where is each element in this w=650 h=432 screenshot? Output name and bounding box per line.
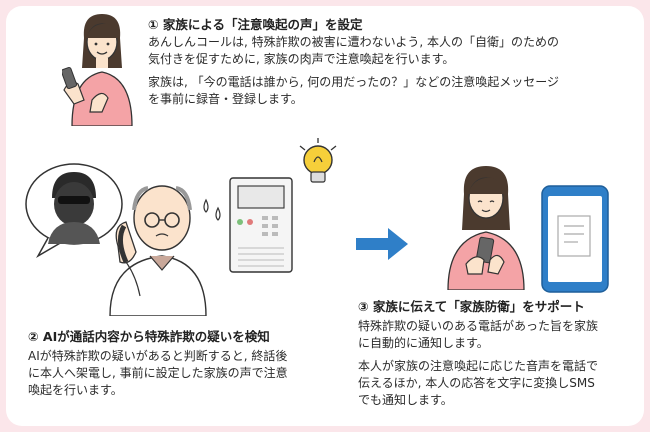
- phone-device-icon: [226, 176, 296, 274]
- step3-para2-line2: 伝えるほか, 本人の応答を文字に変換しSMS: [358, 376, 595, 390]
- elderly-man-phone-icon: [96, 166, 212, 316]
- scammer-speech-bubble-icon: [22, 160, 126, 260]
- step3-para1-line1: 特殊詐欺の疑いのある電話があった旨を家族: [358, 319, 599, 333]
- step1-paragraph1: あんしんコールは, 特殊詐欺の被害に遭わないよう, 本人の「自衛」のための 気付…: [148, 34, 618, 68]
- step1-para2-line1: 家族は, 「今の電話は誰から, 何の用だったの？」などの注意喚起メッセージ: [148, 75, 560, 89]
- sweat-marks-icon: [200, 196, 226, 226]
- step1-heading: ① 家族による「注意喚起の声」を設定: [148, 17, 363, 32]
- step3-paragraph1: 特殊詐欺の疑いのある電話があった旨を家族 に自動的に通知します。: [358, 318, 638, 352]
- step2-paragraph: AIが特殊詐欺の疑いがあると判断すると, 終話後 に本人へ架電し, 事前に設定し…: [28, 348, 348, 399]
- step2-line1: AIが特殊詐欺の疑いがあると判断すると, 終話後: [28, 349, 288, 363]
- step2-line2: に本人へ架電し, 事前に設定した家族の声で注意: [28, 366, 288, 380]
- lightbulb-icon: [298, 138, 338, 190]
- step1-para1-line2: 気付きを促すために, 家族の肉声で注意喚起を行います。: [148, 52, 455, 66]
- step3-para2-line1: 本人が家族の注意喚起に応じた音声を電話で: [358, 359, 599, 373]
- step3-para2-line3: でも通知します。: [358, 393, 453, 407]
- step2-heading: ② AIが通話内容から特殊詐欺の疑いを検知: [28, 329, 270, 344]
- step2-line3: 喚起を行います。: [28, 383, 123, 397]
- step3-paragraph2: 本人が家族の注意喚起に応じた音声を電話で 伝えるほか, 本人の応答を文字に変換し…: [358, 358, 638, 409]
- arrow-right-icon: [356, 228, 408, 260]
- smartphone-notification-icon: [540, 184, 610, 294]
- woman-with-phone-icon: [62, 8, 142, 126]
- step1-para2-line2: を事前に録音・登録します。: [148, 92, 303, 106]
- woman-with-smartphone-icon: [438, 160, 534, 290]
- step3-para1-line2: に自動的に通知します。: [358, 336, 489, 350]
- step3-heading: ③ 家族に伝えて「家族防衛」をサポート: [358, 299, 585, 314]
- step1-paragraph2: 家族は, 「今の電話は誰から, 何の用だったの？」などの注意喚起メッセージ を事…: [148, 74, 618, 108]
- step1-para1-line1: あんしんコールは, 特殊詐欺の被害に遭わないよう, 本人の「自衛」のための: [148, 35, 560, 49]
